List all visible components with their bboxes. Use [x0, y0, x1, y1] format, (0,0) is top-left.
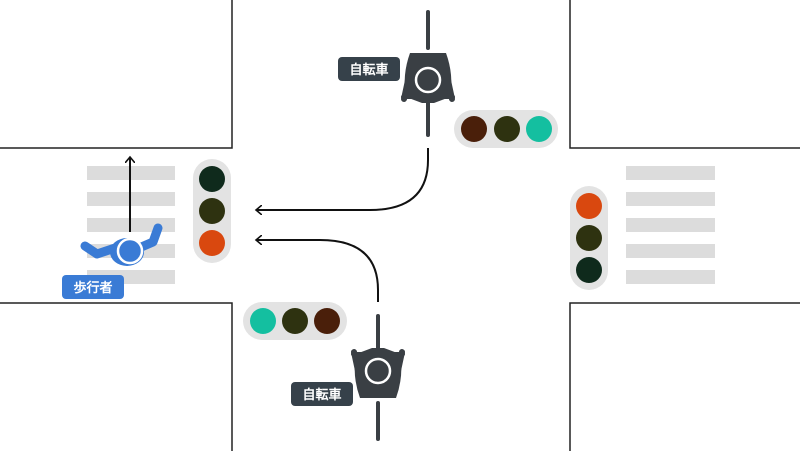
- road-edge-top-right: [569, 0, 800, 149]
- bicycle-front-wheel: [426, 10, 430, 50]
- label-text: 自転車: [302, 387, 341, 403]
- traffic-signal-bottom: [243, 302, 347, 340]
- signal-lamp-yellow: [199, 198, 225, 224]
- arrow-icon: [256, 148, 429, 210]
- crosswalk-stripe: [626, 166, 715, 180]
- road-edge-bottom-right: [569, 302, 800, 451]
- signal-lamp-green: [526, 116, 552, 142]
- label-bicycle-bottom: 自転車: [291, 382, 353, 406]
- label-text: 歩行者: [73, 280, 112, 296]
- road-edge-bottom-left: [0, 302, 233, 451]
- pedestrian-icon: [80, 223, 163, 266]
- crosswalk-stripe: [626, 192, 715, 206]
- cyclist-left-arm: [393, 349, 405, 383]
- signal-lamp-red: [199, 230, 225, 256]
- crosswalk-stripe: [626, 218, 715, 232]
- bicycle-handlebar: [401, 95, 455, 99]
- signal-lamp-red: [461, 116, 487, 142]
- cyclist-right-arm: [351, 349, 363, 383]
- signal-lamp-red: [314, 308, 340, 334]
- cyclist-right-arm: [443, 68, 455, 102]
- bicycle-front-wheel: [376, 401, 380, 441]
- bicycle-icon: [401, 10, 455, 137]
- label-bicycle-top: 自転車: [338, 57, 400, 81]
- crosswalk-stripe: [626, 244, 715, 258]
- traffic-signal-right: [570, 186, 608, 290]
- signal-lamp-yellow: [576, 225, 602, 251]
- bicycle-rear-wheel: [376, 314, 380, 356]
- crosswalk-stripe: [626, 270, 715, 284]
- label-text: 自転車: [349, 62, 388, 78]
- bicycle-rear-wheel: [426, 95, 430, 137]
- signal-lamp-green: [199, 166, 225, 192]
- pedestrian-right-arm: [134, 223, 163, 253]
- signal-lamp-green: [576, 257, 602, 283]
- crosswalk-right: [626, 166, 715, 284]
- bicycle-handlebar: [351, 352, 405, 356]
- road-edge-top-left: [0, 0, 233, 149]
- signal-lamp-green: [250, 308, 276, 334]
- arrow-icon: [256, 240, 379, 302]
- cyclist-left-arm: [401, 68, 413, 102]
- signal-lamp-yellow: [494, 116, 520, 142]
- pedestrian-head: [116, 237, 144, 265]
- bicycle-icon: [351, 314, 405, 441]
- traffic-signal-left: [193, 159, 231, 263]
- traffic-signal-top: [454, 110, 558, 148]
- signal-lamp-yellow: [282, 308, 308, 334]
- label-background: [62, 275, 124, 299]
- label-pedestrian: 歩行者: [62, 275, 124, 299]
- signal-lamp-red: [576, 193, 602, 219]
- label-background: [338, 57, 400, 81]
- cyclist-head: [414, 66, 442, 94]
- label-background: [291, 382, 353, 406]
- pedestrian-left-arm: [80, 241, 120, 259]
- cyclist-head: [364, 357, 392, 385]
